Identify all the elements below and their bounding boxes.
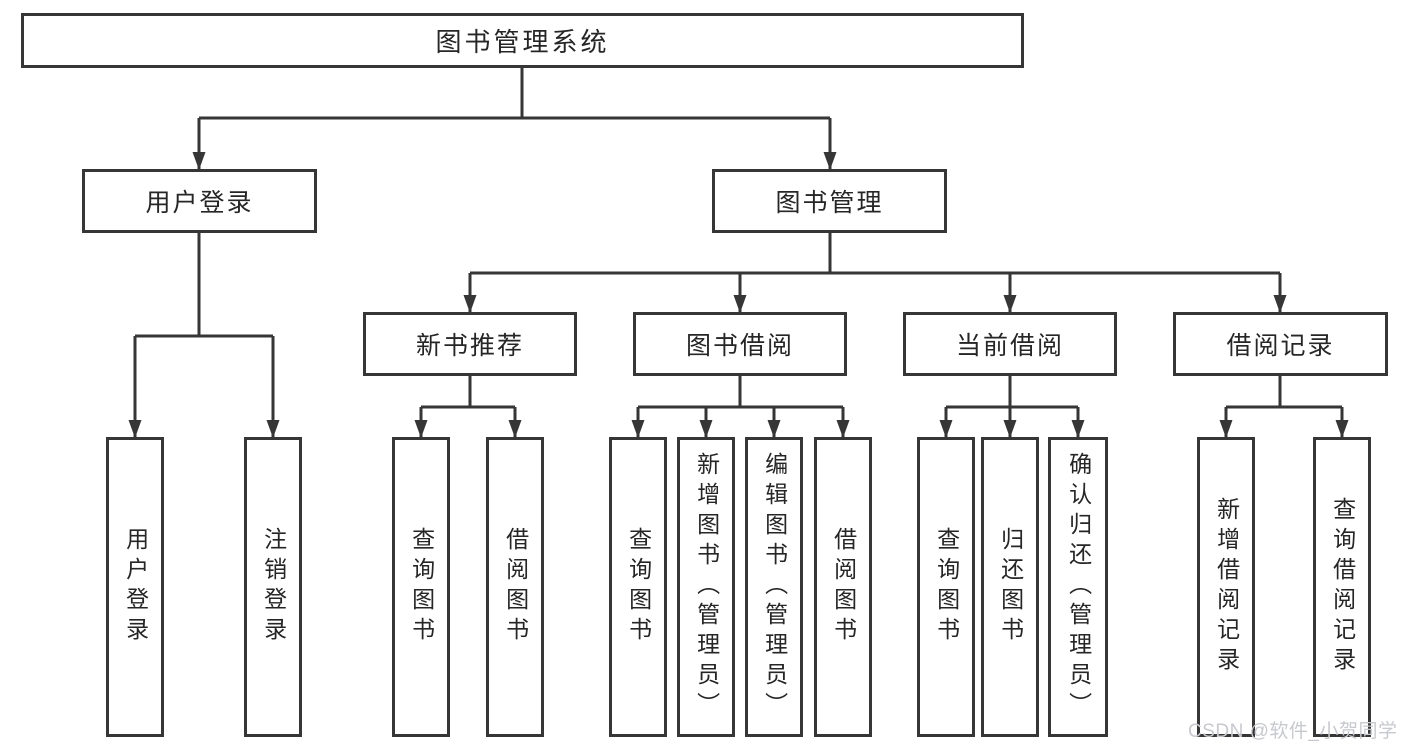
leaf-borrow-books: 借阅图书 <box>814 437 872 737</box>
leaf-label: 查询图书 <box>933 527 960 647</box>
node-label: 借阅记录 <box>1226 332 1335 360</box>
node-book-borrow: 图书借阅 <box>633 312 847 376</box>
node-current-borrow: 当前借阅 <box>903 312 1117 376</box>
leaf-label: 用户登录 <box>122 527 149 647</box>
leaf-label: 借阅图书 <box>830 527 857 647</box>
node-user-login: 用户登录 <box>82 169 317 233</box>
leaf-label: 借阅图书 <box>502 527 529 647</box>
leaf-query-books-recommend: 查询图书 <box>392 437 450 737</box>
node-label: 图书管理 <box>775 189 884 217</box>
node-label: 用户登录 <box>145 189 254 217</box>
leaf-add-borrow-record: 新增借阅记录 <box>1197 437 1255 737</box>
node-library-management-system: 图书管理系统 <box>21 13 1024 68</box>
watermark: CSDN @软件_小贺同学 <box>1188 721 1398 742</box>
leaf-label: 查询图书 <box>625 527 652 647</box>
node-new-book-recommend: 新书推荐 <box>363 312 577 376</box>
leaf-add-book-admin: 新增图书（管理员） <box>677 437 735 737</box>
node-label: 新书推荐 <box>415 332 524 360</box>
node-book-management: 图书管理 <box>712 169 947 233</box>
node-label: 图书借阅 <box>685 332 794 360</box>
leaf-label: 确认归还（管理员） <box>1065 452 1092 722</box>
leaf-label: 查询借阅记录 <box>1329 497 1356 677</box>
node-label: 图书管理系统 <box>435 27 610 57</box>
leaf-label: 新增图书（管理员） <box>693 452 720 722</box>
leaf-label: 编辑图书（管理员） <box>761 452 788 722</box>
leaf-edit-book-admin: 编辑图书（管理员） <box>745 437 803 737</box>
arrowheads <box>128 118 1349 438</box>
leaf-label: 归还图书 <box>997 527 1024 647</box>
leaf-user-login: 用户登录 <box>106 437 164 737</box>
leaf-label: 注销登录 <box>260 527 287 647</box>
leaf-borrow-books-recommend: 借阅图书 <box>486 437 544 737</box>
leaf-label: 查询图书 <box>408 527 435 647</box>
leaf-logout: 注销登录 <box>244 437 302 737</box>
leaf-query-books-current: 查询图书 <box>917 437 975 737</box>
leaf-return-book: 归还图书 <box>981 437 1039 737</box>
leaf-query-borrow-record: 查询借阅记录 <box>1313 437 1371 737</box>
leaf-label: 新增借阅记录 <box>1213 497 1240 677</box>
leaf-query-books-borrow: 查询图书 <box>609 437 667 737</box>
node-label: 当前借阅 <box>955 332 1064 360</box>
node-borrow-records: 借阅记录 <box>1173 312 1388 376</box>
leaf-confirm-return-admin: 确认归还（管理员） <box>1048 437 1108 737</box>
